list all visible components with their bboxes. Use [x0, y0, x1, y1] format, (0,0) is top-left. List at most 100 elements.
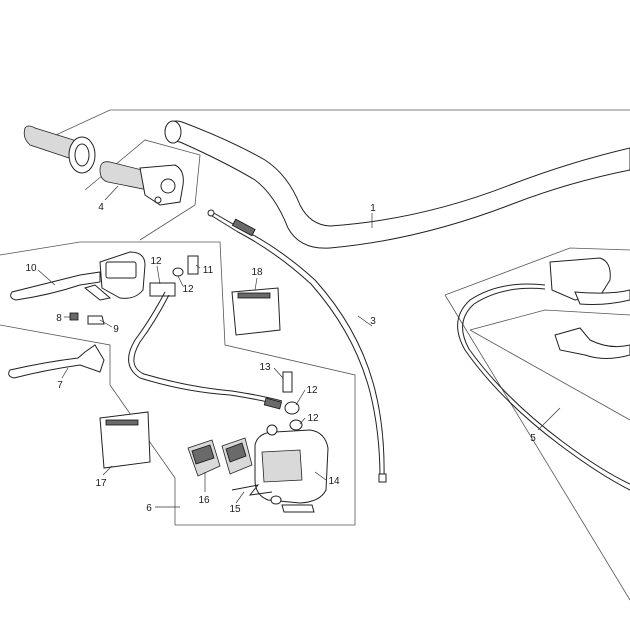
leader-12b	[177, 275, 184, 287]
callout-6: 6	[146, 503, 152, 514]
callout-15: 15	[229, 504, 241, 515]
packet-17	[99, 411, 151, 469]
packet-18	[231, 287, 281, 336]
callout-12b: 12	[182, 284, 194, 295]
handlebar-section-frame	[44, 109, 630, 141]
bolt-13	[282, 371, 293, 393]
washer-12b	[172, 267, 184, 277]
washer-12c	[284, 401, 300, 415]
callout-10: 10	[25, 263, 37, 274]
right-lever	[574, 289, 630, 305]
cable-5-line-b	[462, 287, 630, 485]
screw-9	[87, 315, 105, 325]
throttle-cable	[207, 209, 387, 483]
leader-3	[357, 315, 373, 327]
screw-8	[69, 312, 79, 321]
leader-17	[102, 465, 113, 476]
callout-12d: 12	[307, 413, 319, 424]
handlebar	[164, 120, 630, 249]
right-lever-spare	[554, 327, 630, 359]
bolt-11	[187, 255, 199, 275]
pad-16a-lining	[191, 444, 215, 465]
leader-14	[314, 471, 327, 481]
right-control-section-frame	[444, 247, 630, 601]
leader-10	[37, 269, 56, 286]
callout-labels: 1 3 4 5 6 7 8 9 10 11 12 12 12 12 13 14 …	[25, 202, 536, 515]
callout-9: 9	[113, 324, 119, 335]
throttle-pulley	[160, 178, 176, 194]
leader-15	[235, 491, 245, 504]
caliper-piston-face	[261, 449, 303, 483]
hose-line-b	[133, 294, 283, 402]
left-grip	[23, 125, 96, 174]
cable-3-end-bottom	[378, 473, 387, 483]
leader-13	[273, 367, 284, 379]
leader-12d	[299, 417, 306, 425]
handlebar-end	[164, 120, 182, 144]
lever-pivot	[83, 284, 112, 301]
packet-18-label	[237, 292, 271, 299]
caliper-bolt	[281, 504, 315, 513]
left-control-section-frame	[0, 241, 356, 526]
callout-12a: 12	[150, 256, 162, 267]
cable-5-line-a	[457, 283, 630, 491]
packet-17-label	[105, 419, 139, 426]
callout-5: 5	[530, 433, 536, 444]
master-cylinder-reservoir	[105, 261, 137, 279]
caliper	[254, 424, 329, 513]
pad-spring	[231, 484, 273, 496]
handlebar-tube	[164, 120, 630, 249]
cable-3-end-top	[207, 209, 215, 217]
brake-pads	[187, 437, 253, 477]
pad-16b-lining	[225, 442, 247, 463]
banjo-hardware-bottom	[282, 371, 303, 431]
spring-15	[231, 484, 273, 496]
leader-12a	[156, 265, 161, 285]
right-control	[457, 257, 630, 491]
cable-3-adjuster	[231, 218, 256, 237]
leader-7	[61, 367, 69, 379]
callout-4: 4	[98, 202, 104, 213]
grip-flange-inner	[74, 143, 90, 167]
callout-13: 13	[259, 362, 271, 373]
throttle-section-frame	[84, 139, 201, 241]
lever-10	[10, 271, 101, 301]
callout-18: 18	[251, 267, 263, 278]
leader-lines	[37, 185, 561, 508]
leader-4	[104, 185, 119, 201]
callout-8: 8	[56, 313, 62, 324]
leader-18	[254, 277, 258, 291]
throttle-assembly	[99, 161, 184, 206]
lever-7	[8, 344, 105, 379]
right-lever-inner-frame	[469, 309, 630, 421]
caliper-washer	[270, 495, 282, 505]
banjo-fitting-top	[149, 282, 176, 297]
washer-12d	[289, 419, 303, 431]
leader-9	[99, 319, 113, 328]
callout-12c: 12	[306, 385, 318, 396]
leader-12c	[295, 389, 306, 406]
clutch-master-cylinder	[10, 251, 146, 301]
banjo-hardware-top	[149, 255, 199, 297]
packets	[99, 287, 281, 469]
callout-3: 3	[370, 316, 376, 327]
adjuster-screws	[69, 312, 105, 325]
hose-line-a	[128, 291, 281, 406]
leader-11	[195, 264, 201, 269]
clutch-hose	[128, 291, 283, 410]
callout-1: 1	[370, 203, 376, 214]
throttle-screw	[154, 196, 162, 204]
leader-5	[537, 407, 561, 431]
cable-3-line-a	[211, 211, 385, 479]
callout-16: 16	[198, 495, 210, 506]
callout-14: 14	[328, 476, 340, 487]
cable-3-line-b	[211, 215, 381, 479]
section-frames	[0, 109, 630, 601]
callout-7: 7	[57, 380, 63, 391]
callout-17: 17	[95, 478, 107, 489]
caliper-bleed-screw	[266, 424, 278, 436]
spare-lever	[8, 344, 105, 379]
hose-end-fitting	[263, 397, 282, 410]
callout-11: 11	[203, 265, 214, 276]
